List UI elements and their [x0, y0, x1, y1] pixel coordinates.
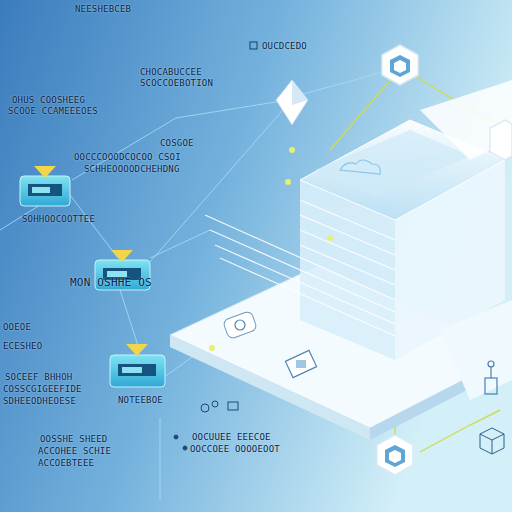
text-label: ECESHEO	[3, 341, 42, 351]
text-label: OOCCCOOODCOCOO CSOI	[74, 152, 181, 162]
text-label: SOHHOOCOOTTEE	[22, 214, 95, 224]
text-label: NOTEEBOE	[118, 395, 163, 405]
text-label: OOCUUEE EEECOE	[192, 432, 271, 442]
text-label: COSSCGIGEEFIDE	[3, 384, 82, 394]
text-label: ACCOEBTEEE	[38, 458, 94, 468]
text-label: COSGOE	[160, 138, 194, 148]
text-label: OOEOE	[3, 322, 31, 332]
text-label: SCHHEOOOODCHEHDNG	[84, 164, 180, 174]
text-label: OOSSHE SHEED	[40, 434, 107, 444]
text-label: MON OSHHE OS	[70, 277, 152, 289]
text-label: SCOCCOEBOTION	[140, 78, 213, 88]
text-label: CHOCABUCCEE	[140, 67, 202, 77]
text-label: NEESHEBCEB	[75, 4, 131, 14]
text-label: ACCOHEE SCHIE	[38, 446, 111, 456]
text-label: OHUS COOSHEEG	[12, 95, 85, 105]
text-label: SDHEEODHEOESE	[3, 396, 76, 406]
text-label: SCOOE CCAMEEEOES	[8, 106, 98, 116]
text-label: SOCEEF BHHOH	[5, 372, 72, 382]
text-label: OOCCOEE OOOOEOOT	[190, 444, 280, 454]
text-label: OUCDCEDO	[262, 41, 307, 51]
